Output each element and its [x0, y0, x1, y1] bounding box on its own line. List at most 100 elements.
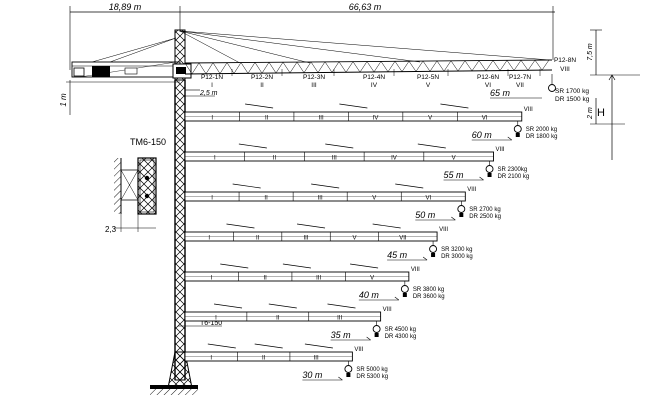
- config-dr-load: DR 2500 kg: [469, 214, 501, 220]
- config-hook-block: [457, 205, 466, 213]
- config-section-label: I: [215, 316, 217, 322]
- jib-tie: [179, 30, 551, 61]
- config-jib-tie: [327, 303, 356, 309]
- config-jib-tie: [395, 183, 424, 189]
- config-section-label: I: [214, 156, 216, 162]
- config-section-label: III: [304, 236, 309, 242]
- counterweight-block: [73, 67, 85, 77]
- top-dimensions: 18,89 m 66,63 m: [69, 2, 555, 70]
- jib-section-roman: III: [311, 82, 317, 89]
- config-sr-load: SR 5000 kg: [356, 367, 387, 373]
- config-jib-tie: [325, 143, 354, 149]
- config-section-label: IV: [391, 156, 397, 162]
- winch-unit: [124, 67, 138, 75]
- config-hook-block: [344, 365, 353, 373]
- config-jib-tie: [213, 303, 243, 309]
- config-dr-load: DR 2100 kg: [498, 174, 530, 180]
- config-section-label: III: [332, 156, 337, 162]
- config-radius-arrow: [422, 256, 428, 261]
- config-hook: [487, 173, 492, 177]
- config-hook-block: [485, 165, 494, 173]
- config-hook-block: [513, 125, 522, 133]
- config-section-label: III: [314, 356, 319, 362]
- config-dr-load: DR 4300 kg: [385, 334, 417, 340]
- top-dr-load: DR 1500 kg: [555, 96, 590, 103]
- config-section-label: V: [352, 236, 356, 242]
- config-radius-label: 55 m: [444, 170, 465, 180]
- jib-section-code: P12-5N: [417, 74, 439, 81]
- config-jib-tie: [254, 343, 283, 349]
- config-section-label: II: [273, 156, 277, 162]
- jib-section-roman: VII: [516, 82, 524, 89]
- config-radius-arrow: [394, 296, 400, 301]
- right-dimensions: 7,5 m 2 m H: [587, 29, 640, 160]
- counter-jib-tie: [109, 37, 177, 63]
- config-section-label: V: [452, 156, 456, 162]
- counter-jib-length-label: 18,89 m: [109, 2, 142, 12]
- config-tip-label: VIII: [354, 347, 363, 353]
- config-section-label: III: [319, 116, 324, 122]
- config-jib-tie: [207, 343, 236, 349]
- config-section-label: I: [208, 236, 210, 242]
- config-jib-tie: [220, 263, 249, 269]
- config-radius-label: 40 m: [359, 290, 380, 300]
- config-hook-block: [372, 325, 381, 333]
- jib-section-roman: VIII: [560, 66, 570, 73]
- config-dr-load: DR 5300 kg: [356, 374, 388, 380]
- config-tip-label: VIII: [439, 227, 448, 233]
- config-section-label: II: [256, 236, 260, 242]
- config-sr-load: SR 2300kg: [498, 167, 528, 173]
- config-hook-block: [429, 245, 438, 253]
- config-section-label: VI: [482, 116, 488, 122]
- config-jib-tie: [339, 103, 368, 109]
- config-dr-load: DR 3000 kg: [441, 254, 473, 260]
- config-radius-arrow: [338, 376, 343, 381]
- config-section-label: V: [370, 276, 374, 282]
- top-sr-load: SR 1700 kg: [555, 88, 589, 95]
- config-section-label: III: [337, 316, 342, 322]
- config-section-label: I: [211, 276, 213, 282]
- config-radius-label: 45 m: [387, 250, 408, 260]
- config-tip-label: VIII: [496, 147, 505, 153]
- config-sr-load: SR 2000 kg: [526, 127, 557, 133]
- cab-window: [176, 67, 186, 74]
- config-section-label: II: [276, 316, 280, 322]
- section-frame: [137, 157, 157, 215]
- jib-section-code: P12-1N: [201, 74, 223, 81]
- config-dr-load: DR 3600 kg: [413, 294, 445, 300]
- config-section-label: II: [264, 276, 268, 282]
- config-section-label: V: [372, 196, 376, 202]
- config-tip-label: VIII: [467, 187, 476, 193]
- config-sr-load: SR 3800 kg: [413, 287, 444, 293]
- config-hook: [515, 133, 520, 137]
- config-sr-load: SR 4500 kg: [385, 327, 416, 333]
- counter-jib-tie: [91, 37, 177, 63]
- config-hook: [346, 373, 351, 377]
- jib-top-chord: [184, 59, 553, 64]
- jib-bottom-chord: [184, 69, 553, 75]
- counterweight-block: [92, 66, 110, 77]
- config-tip-label: VIII: [383, 307, 392, 313]
- foundation-hatch: [150, 389, 198, 395]
- config-tip-label: VIII: [524, 107, 533, 113]
- config-radius-arrow: [479, 176, 484, 181]
- config-jib-tie: [350, 263, 379, 269]
- jib-section-roman: II: [260, 82, 264, 89]
- config-radius-label: 50 m: [415, 210, 436, 220]
- jib-lacing: [184, 59, 550, 75]
- config-section-label: II: [265, 116, 269, 122]
- config-jib-tie: [238, 143, 267, 149]
- base-offset-label: 1 m: [59, 93, 68, 107]
- config-section-label: V: [428, 116, 432, 122]
- tower-section-name: TM6-150: [130, 137, 166, 147]
- base-section-label: T6-150: [200, 320, 222, 327]
- pitch-label: 2,5 m: [199, 90, 218, 97]
- mast-head: [172, 29, 192, 81]
- top-radius-label: 65 m: [490, 88, 511, 98]
- config-radius-label: 30 m: [302, 370, 323, 380]
- config-jib-tie: [282, 263, 311, 269]
- config-dr-load: DR 1800 kg: [526, 134, 558, 140]
